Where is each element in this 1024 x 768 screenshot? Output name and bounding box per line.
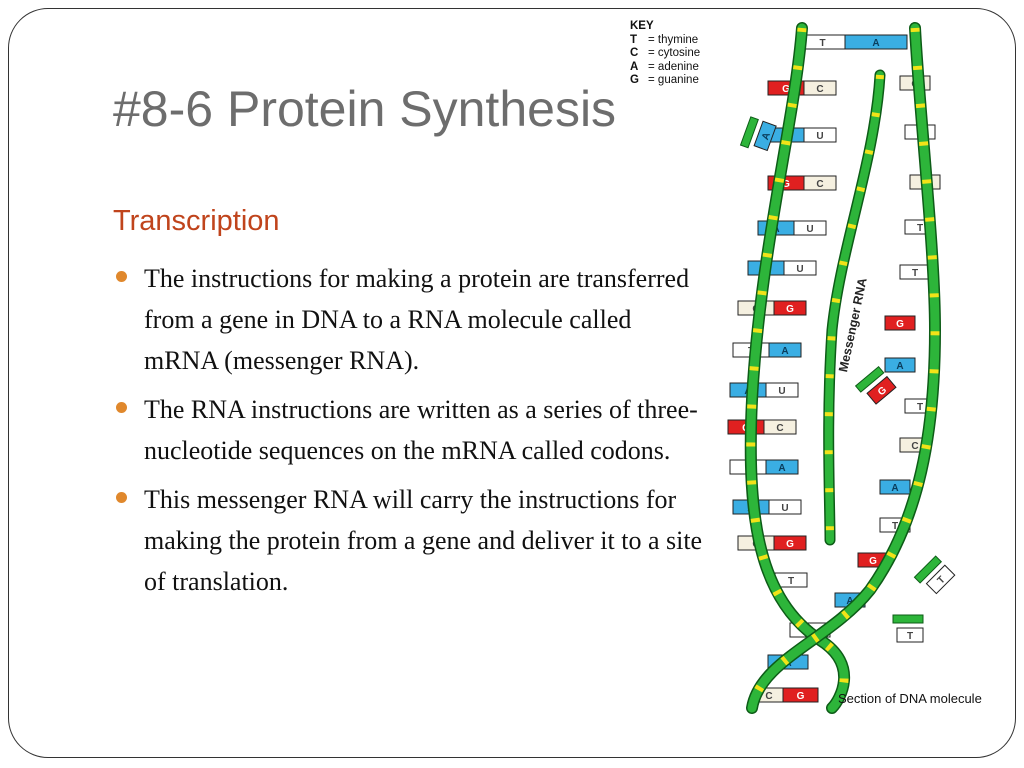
svg-text:G: G: [782, 179, 790, 190]
svg-text:A: A: [891, 483, 898, 494]
svg-text:C: C: [816, 84, 823, 95]
nucleotide-base: U: [768, 499, 802, 515]
bullet-dot-icon: [116, 402, 127, 413]
nucleotide-key: KEY T= thymine C= cytosine A= adenine G=…: [630, 20, 700, 88]
key-entry: T= thymine: [630, 33, 699, 46]
svg-text:A: A: [781, 346, 788, 357]
svg-text:A: A: [778, 463, 785, 474]
svg-text:G: G: [869, 556, 877, 567]
nucleotide-base: A: [768, 342, 802, 358]
nucleotide-base: T: [925, 564, 956, 595]
svg-text:G: G: [786, 539, 794, 550]
svg-text:T: T: [917, 223, 923, 234]
bullet-item: The RNA instructions are written as a se…: [113, 389, 703, 471]
nucleotide-base: U: [765, 382, 799, 398]
nucleotide-base: C: [803, 175, 837, 191]
slide-title: #8-6 Protein Synthesis: [113, 81, 617, 137]
svg-text:U: U: [806, 224, 813, 235]
nucleotide-base: A: [879, 479, 911, 495]
bullet-text: This messenger RNA will carry the instru…: [144, 485, 703, 596]
svg-text:U: U: [816, 131, 823, 142]
svg-text:U: U: [781, 503, 788, 514]
backbones: [744, 22, 942, 714]
nucleotide-base: U: [803, 127, 837, 143]
svg-text:T: T: [892, 521, 898, 532]
svg-text:G: G: [896, 319, 904, 330]
svg-text:G: G: [782, 84, 790, 95]
bullet-text: The instructions for making a protein ar…: [144, 264, 690, 375]
nucleotide-base: A: [765, 459, 799, 475]
bullet-item: This messenger RNA will carry the instru…: [113, 479, 703, 602]
key-heading: KEY: [630, 20, 654, 32]
free-nucleotide: A: [739, 116, 777, 152]
nucleotide-base: U: [783, 260, 817, 276]
svg-text:A: A: [872, 38, 879, 49]
svg-text:G: G: [797, 691, 805, 702]
nucleotide-base: A: [884, 357, 916, 373]
nucleotide-base: C: [763, 419, 797, 435]
svg-text:T: T: [819, 38, 825, 49]
svg-text:C: C: [816, 179, 823, 190]
slide-subtitle: Transcription: [113, 205, 280, 237]
figure-caption: Section of DNA molecule: [838, 691, 982, 706]
key-entry: G= guanine: [630, 74, 699, 86]
nucleotide-base: U: [793, 220, 827, 236]
svg-text:C: C: [765, 691, 772, 702]
key-entry: C= cytosine: [630, 47, 701, 59]
nucleotide-base: G: [773, 535, 807, 551]
svg-text:T: T: [917, 402, 923, 413]
svg-text:A: A: [760, 131, 773, 142]
free-nucleotide: T: [913, 555, 956, 595]
key-entry: A= adenine: [630, 60, 699, 73]
svg-text:C: C: [776, 423, 783, 434]
svg-text:C: C: [911, 441, 918, 452]
svg-text:T: T: [788, 576, 794, 587]
bullet-text: The RNA instructions are written as a se…: [144, 395, 698, 465]
svg-text:A: A: [896, 361, 903, 372]
nucleotide-base: T: [899, 264, 931, 280]
nucleotide-base: G: [773, 300, 807, 316]
free-nucleotide: T: [892, 614, 924, 643]
nucleotide-base: A: [844, 34, 908, 50]
nucleotide-base: C: [803, 80, 837, 96]
nucleotide-base: T: [896, 627, 924, 643]
svg-text:T: T: [912, 268, 918, 279]
svg-text:U: U: [778, 386, 785, 397]
bullet-item: The instructions for making a protein ar…: [113, 258, 703, 381]
svg-text:U: U: [796, 264, 803, 275]
bullet-dot-icon: [116, 492, 127, 503]
free-nucleotide: G: [854, 365, 897, 405]
nucleotide-base: G: [884, 315, 916, 331]
nucleotide-base: G: [866, 375, 897, 405]
svg-text:T: T: [907, 631, 913, 642]
bullet-dot-icon: [116, 271, 127, 282]
nucleotide-base: A: [753, 120, 777, 152]
nucleotide-base: G: [782, 687, 819, 703]
svg-text:A: A: [846, 596, 853, 607]
bullet-list: The instructions for making a protein ar…: [113, 258, 703, 610]
svg-text:G: G: [786, 304, 794, 315]
nucleotide-base: T: [774, 572, 808, 588]
slide-frame: [8, 8, 1016, 758]
